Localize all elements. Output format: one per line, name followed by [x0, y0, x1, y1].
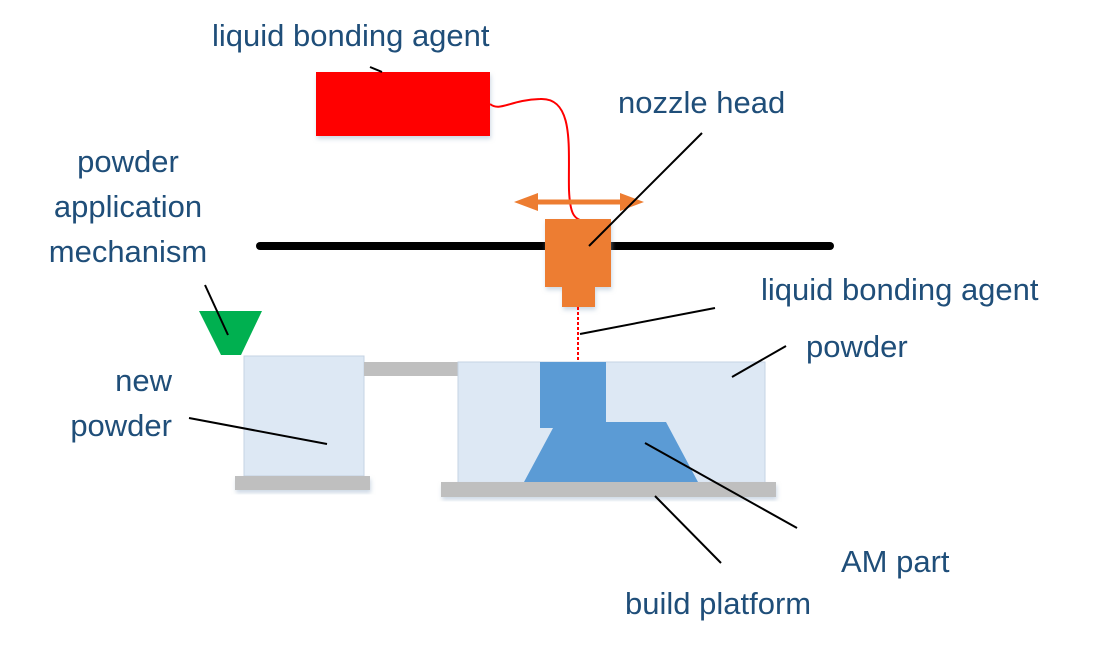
powder-hopper	[199, 311, 262, 355]
leader-line-droplets	[579, 307, 716, 335]
supply-tube	[489, 97, 581, 221]
am-part	[524, 362, 698, 482]
nozzle-head	[545, 219, 611, 307]
movement-arrow-icon	[514, 193, 644, 211]
label-powder-application-1: powder	[77, 144, 179, 179]
label-powder: powder	[806, 329, 908, 364]
label-liquid-bonding-agent-mid: liquid bonding agent	[761, 272, 1039, 307]
label-nozzle-head: nozzle head	[618, 85, 785, 120]
label-am-part: AM part	[841, 544, 950, 579]
build-platform	[441, 482, 776, 497]
liquid-reservoir	[316, 72, 490, 136]
leader-line-powder	[731, 345, 787, 378]
new-powder-bin	[243, 355, 365, 477]
label-powder-application-2: application	[54, 189, 202, 224]
label-liquid-bonding-agent-top: liquid bonding agent	[212, 18, 490, 53]
leader-line-nozzle	[588, 132, 703, 247]
leader-line-new-powder	[188, 417, 328, 445]
label-build-platform: build platform	[625, 586, 811, 621]
leader-line-reservoir	[369, 66, 383, 73]
label-powder-application-3: mechanism	[49, 234, 208, 269]
leader-line-hopper	[204, 284, 229, 336]
supply-platform	[235, 476, 370, 490]
leader-line-am-part	[644, 442, 798, 529]
label-new-powder-2: powder	[70, 408, 172, 443]
recoater-bar	[364, 362, 458, 376]
label-new-powder-1: new	[115, 363, 172, 398]
leader-line-platform	[654, 495, 722, 564]
